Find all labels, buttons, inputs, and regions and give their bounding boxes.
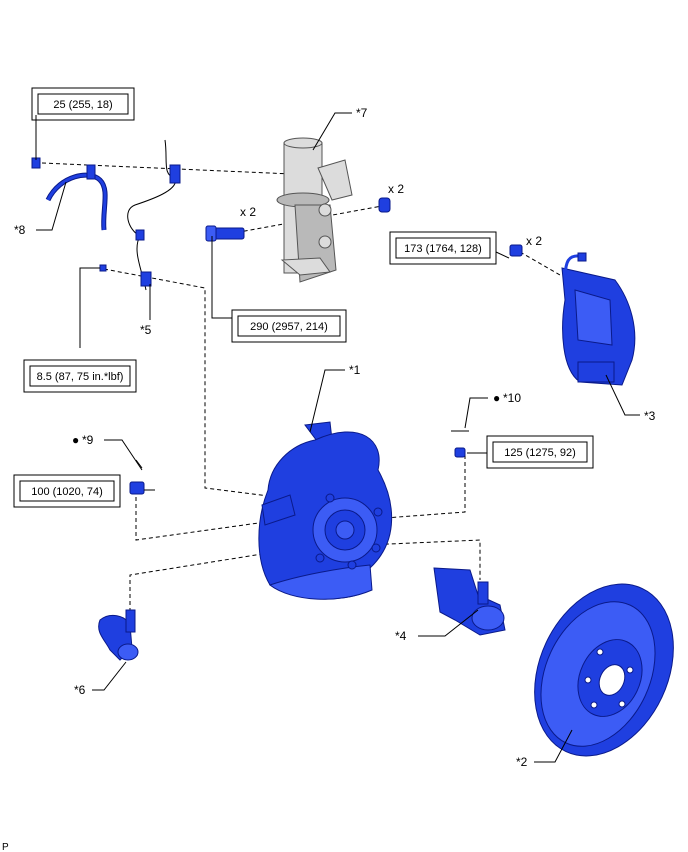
footer-code: P [2, 842, 9, 852]
callout-3: *3 [644, 409, 656, 423]
leader-lines [35, 112, 640, 763]
torque-value: 290 (2957, 214) [250, 321, 328, 333]
bullet-10: ● [493, 391, 500, 405]
torque-value: 100 (1020, 74) [31, 486, 103, 498]
steering-knuckle [258, 421, 393, 600]
torque-spec-290: 290 (2957, 214) [231, 309, 347, 343]
callout-7: *7 [356, 106, 368, 120]
callout-10: *10 [503, 391, 521, 405]
torque-value: 8.5 (87, 75 in.*lbf) [37, 371, 124, 383]
torque-value: 125 (1275, 92) [504, 447, 576, 459]
torque-spec-100: 100 (1020, 74) [13, 474, 121, 508]
torque-spec-8-5: 8.5 (87, 75 in.*lbf) [23, 359, 137, 393]
torque-value: 173 (1764, 128) [404, 243, 482, 255]
callout-8: *8 [14, 223, 26, 237]
callout-6: *6 [74, 683, 86, 697]
callout-9: *9 [82, 433, 94, 447]
multiplier-caliper: x 2 [526, 234, 542, 248]
torque-spec-173: 173 (1764, 128) [389, 231, 497, 265]
callout-labels: *7 *8 *5 *1 *3 *4 *6 *2 ● *9 ● *10 x 2 x… [2, 106, 656, 852]
callout-5: *5 [140, 323, 152, 337]
torque-value: 25 (255, 18) [53, 99, 112, 111]
callout-4: *4 [395, 629, 407, 643]
torque-spec-25: 25 (255, 18) [31, 87, 135, 121]
bullet-9: ● [72, 433, 79, 447]
callout-2: *2 [516, 755, 528, 769]
tie-rod-end [98, 609, 139, 661]
lower-arm [433, 567, 506, 636]
multiplier-nut: x 2 [388, 182, 404, 196]
brake-disc [534, 583, 674, 757]
callout-1: *1 [349, 363, 361, 377]
torque-spec-125: 125 (1275, 92) [486, 435, 594, 469]
brake-caliper [561, 252, 636, 386]
strut-assembly [276, 137, 353, 283]
brake-hose-and-sensor-wire [31, 139, 181, 291]
multiplier-bolt: x 2 [240, 205, 256, 219]
fasteners [129, 197, 523, 495]
